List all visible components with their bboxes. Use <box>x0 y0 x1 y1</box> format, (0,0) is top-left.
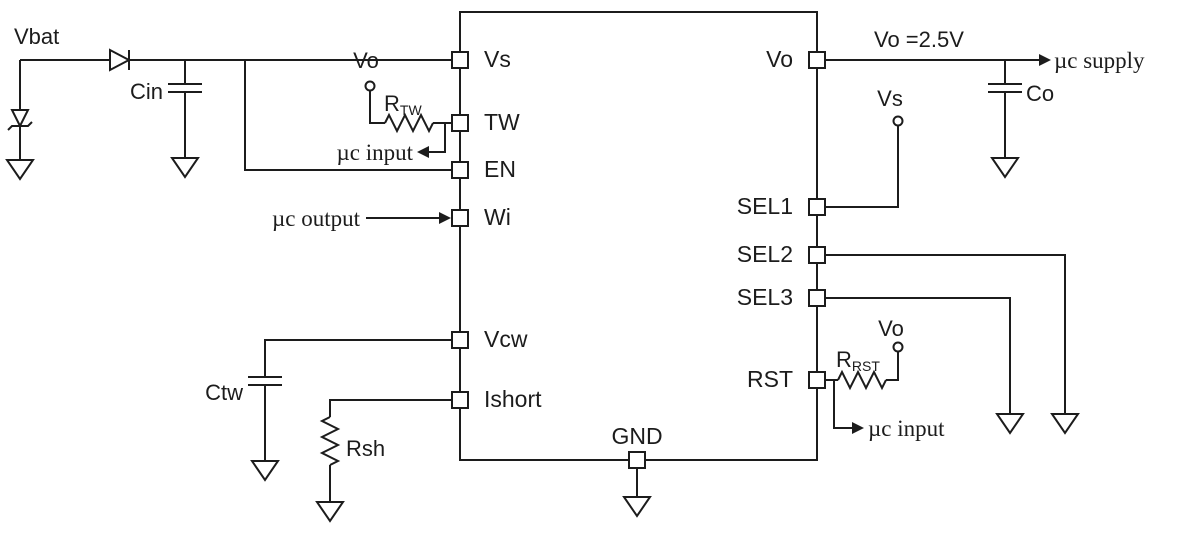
ground-symbol-co <box>990 157 1020 179</box>
diode-symbol <box>109 48 132 72</box>
ground-symbol-cin <box>170 157 200 179</box>
pin-gnd <box>628 451 646 469</box>
resistor-rtw-symbol <box>384 112 434 134</box>
wire-vcw-to-ctw <box>264 339 452 461</box>
pin-label-rst: RST <box>747 366 793 392</box>
resistor-rsh-symbol <box>319 416 341 466</box>
arrowheads <box>417 54 1051 434</box>
pin-label-sel2: SEL2 <box>737 241 793 267</box>
terminal-vs-sel1 <box>892 115 904 127</box>
label-cin: Cin <box>130 79 163 104</box>
pin-label-wi: Wi <box>484 204 511 230</box>
label-rtw-main: R <box>384 91 400 116</box>
pin-label-en: EN <box>484 156 516 182</box>
arrow-uc-supply <box>1039 54 1051 66</box>
label-uc-input-tw: µc input <box>337 140 414 165</box>
arrow-uc-input-tw <box>417 146 429 158</box>
pin-vs <box>451 51 469 69</box>
wire-tw-to-uc-input <box>426 123 446 153</box>
net-labels: Vbat Cin Vo RTW µc input µc output Ctw R… <box>14 24 1145 461</box>
zener-diode-symbol <box>7 109 33 131</box>
label-vo-tw: Vo <box>353 48 379 73</box>
wires <box>19 59 1066 502</box>
label-rrst-sub: RST <box>852 358 880 374</box>
ground-symbol-sel2 <box>1050 413 1080 435</box>
label-rtw: RTW <box>384 91 422 118</box>
diode-triangle <box>109 48 132 72</box>
ground-symbols <box>5 157 1080 523</box>
ground-symbol-zener <box>5 159 35 181</box>
label-co: Co <box>1026 81 1054 106</box>
capacitor-co-symbol <box>988 83 1022 93</box>
pin-sel1 <box>808 198 826 216</box>
ground-symbol-rsh <box>315 501 345 523</box>
label-uc-output: µc output <box>272 206 361 231</box>
label-uc-supply: µc supply <box>1054 48 1145 73</box>
resistor-rrst-symbol <box>837 369 887 391</box>
pin-vo <box>808 51 826 69</box>
pin-label-vcw: Vcw <box>484 326 528 352</box>
terminal-vo-rst <box>892 341 904 353</box>
arrow-uc-input-rst <box>852 422 864 434</box>
pin-label-gnd: GND <box>611 423 662 449</box>
label-rtw-sub: TW <box>400 102 423 118</box>
wire-rst-to-uc-input <box>833 380 854 429</box>
pin-tw <box>451 114 469 132</box>
zener-cathode-bar <box>7 121 33 131</box>
wire-vs-to-sel1 <box>825 125 899 208</box>
pin-vcw <box>451 331 469 349</box>
label-vo-output: Vo =2.5V <box>874 27 964 52</box>
label-rrst: RRST <box>836 347 880 374</box>
label-vbat: Vbat <box>14 24 59 49</box>
pin-label-sel3: SEL3 <box>737 284 793 310</box>
zener-triangle <box>10 109 30 129</box>
wire-en-branch <box>244 60 452 171</box>
arrow-uc-output-wi <box>439 212 451 224</box>
ground-symbol-gnd <box>622 496 652 518</box>
wire-rst-to-rrst <box>825 352 899 381</box>
wire-vo-to-rtw <box>369 90 385 124</box>
pin-rst <box>808 371 826 389</box>
ground-symbol-sel3 <box>995 413 1025 435</box>
ic-pins <box>451 51 826 469</box>
pin-label-sel1: SEL1 <box>737 193 793 219</box>
pin-label-tw: TW <box>484 109 520 135</box>
pin-label-vs: Vs <box>484 46 511 72</box>
wire-ishort-to-rsh <box>329 399 452 502</box>
pin-wi <box>451 209 469 227</box>
label-rsh: Rsh <box>346 436 385 461</box>
ground-symbol-ctw <box>250 460 280 482</box>
terminal-vo-tw <box>364 80 376 92</box>
pin-sel2 <box>808 246 826 264</box>
capacitor-ctw-symbol <box>248 376 282 386</box>
pin-label-vo: Vo <box>766 46 793 72</box>
label-ctw: Ctw <box>205 380 243 405</box>
pin-label-ishort: Ishort <box>484 386 542 412</box>
terminal-circles <box>364 80 904 353</box>
label-uc-input-rst: µc input <box>868 416 945 441</box>
label-vs-sel1: Vs <box>877 86 903 111</box>
wire-sel2-to-ground <box>825 254 1066 414</box>
pin-labels: Vs TW EN Wi Vcw Ishort Vo SEL1 SEL2 SEL3… <box>484 46 793 449</box>
label-vo-rst: Vo <box>878 316 904 341</box>
pin-en <box>451 161 469 179</box>
label-rrst-main: R <box>836 347 852 372</box>
wire-sel3-to-ground <box>825 297 1011 414</box>
pin-ishort <box>451 391 469 409</box>
capacitor-cin-symbol <box>168 83 202 93</box>
pin-sel3 <box>808 289 826 307</box>
